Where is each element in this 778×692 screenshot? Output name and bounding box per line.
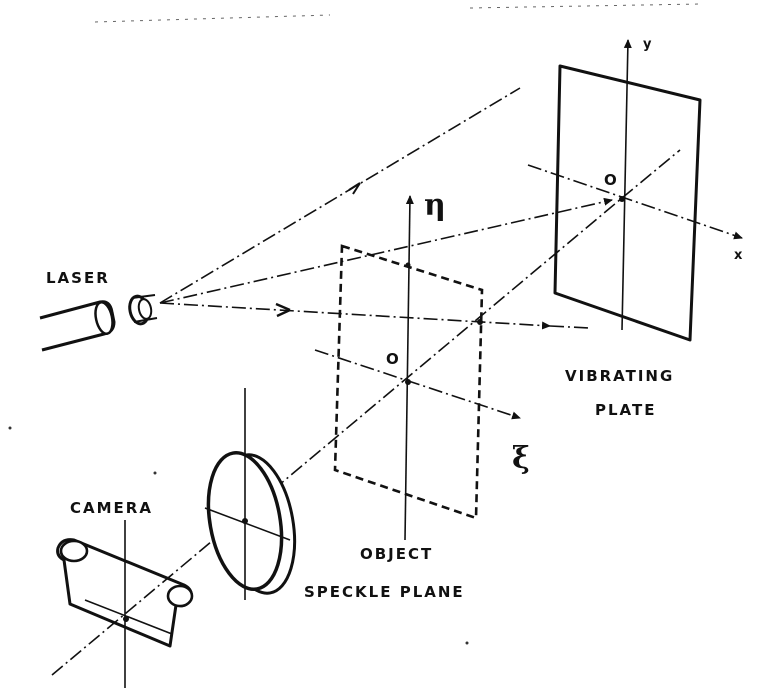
upper-beam [159,87,521,304]
beam-arrow-mid [275,302,291,318]
light-rays [159,87,613,330]
plate-origin-label: O [604,171,619,189]
optical-axis [51,197,623,676]
vibrating-plate [527,39,743,342]
scan-noise [8,3,701,645]
plate-label-2: PLATE [595,401,656,419]
plane-origin-label: O [386,350,401,368]
eta-axis-label: η [424,188,446,223]
x-axis-label: x [734,248,743,263]
plate-label-1: VIBRATING [565,367,674,385]
object-speckle-plane [314,195,521,541]
lower-beam [159,302,551,330]
laser-icon [39,294,158,352]
beam-arrow-upper [348,182,361,195]
y-axis-label: y [643,37,652,52]
object-plane-label-1: OBJECT [360,545,433,563]
mid-beam [159,197,613,304]
lens-icon [204,388,297,600]
plane-eta-axis [404,195,414,541]
camera-label: CAMERA [70,499,153,517]
plate-x-axis [527,164,743,240]
plane-xi-axis [314,349,521,420]
plate-y-axis [621,39,632,331]
camera-icon [56,520,194,688]
xi-axis-label: ξ [512,441,530,476]
object-plane-label-2: SPECKLE PLANE [304,583,465,601]
laser-label: LASER [46,269,110,287]
